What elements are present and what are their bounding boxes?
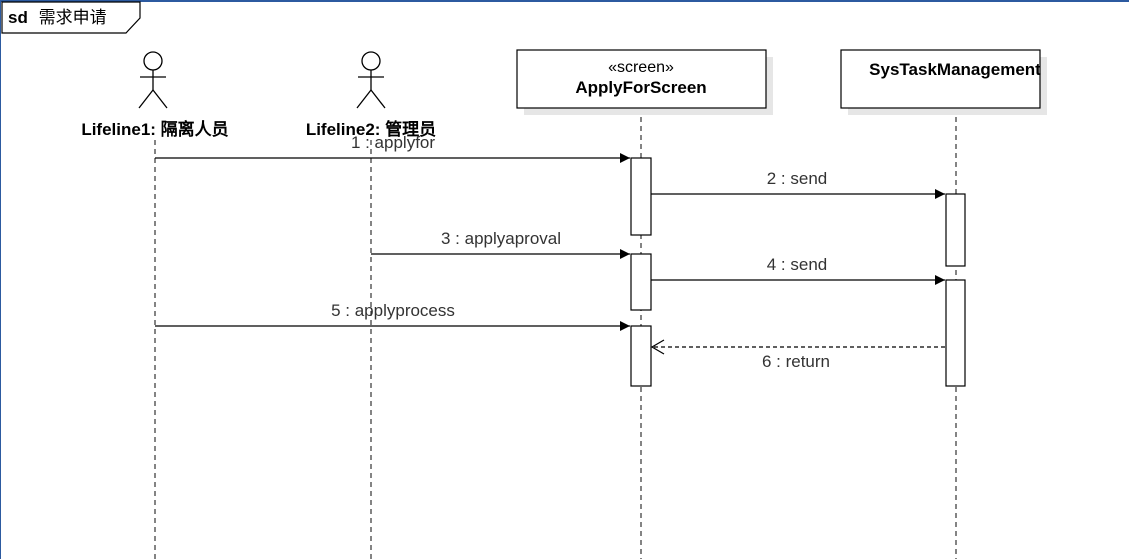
message-label: 1 : applyfor — [351, 133, 435, 152]
object-name: SysTaskManagement — [869, 60, 1041, 79]
frame-title: 需求申请 — [39, 8, 107, 27]
message-3[interactable]: 3 : applyaproval — [371, 229, 630, 259]
object-stereotype: «screen» — [608, 59, 674, 76]
frame-keyword: sd — [8, 8, 28, 27]
message-label: 6 : return — [762, 352, 830, 371]
actor-lifeline-2[interactable]: Lifeline2: 管理员 — [306, 51, 436, 139]
actor-1-name: Lifeline1: 隔离人员 — [81, 119, 228, 139]
activation-bar[interactable] — [945, 279, 966, 387]
object-name: ApplyForScreen — [575, 78, 706, 97]
open-arrowhead-icon — [650, 339, 665, 355]
activation-bar[interactable] — [945, 193, 966, 267]
message-1[interactable]: 1 : applyfor — [155, 133, 630, 163]
actor-lifeline-1[interactable]: Lifeline1: 隔离人员 — [81, 51, 229, 139]
stick-figure-icon — [356, 51, 386, 109]
object-box-systaskmanagement[interactable]: SysTaskManagement — [840, 49, 1047, 115]
message-2[interactable]: 2 : send — [651, 169, 945, 199]
stick-figure-icon — [138, 51, 168, 109]
activation-bar[interactable] — [630, 325, 652, 387]
message-label: 3 : applyaproval — [441, 229, 561, 248]
activation-bar[interactable] — [630, 253, 652, 311]
message-4[interactable]: 4 : send — [651, 255, 945, 285]
actor-2-name: Lifeline2: 管理员 — [306, 119, 436, 139]
message-label: 4 : send — [767, 255, 828, 274]
frame-tab[interactable]: sd 需求申请 — [1, 1, 141, 34]
svg-text:sd 需求申请: sd 需求申请 — [8, 8, 107, 27]
object-box-applyforscreen[interactable]: «screen» ApplyForScreen — [516, 49, 773, 115]
message-6[interactable]: 6 : return — [650, 339, 945, 371]
message-label: 5 : applyprocess — [331, 301, 455, 320]
message-5[interactable]: 5 : applyprocess — [155, 301, 630, 331]
activation-bar[interactable] — [630, 157, 652, 236]
message-label: 2 : send — [767, 169, 828, 188]
